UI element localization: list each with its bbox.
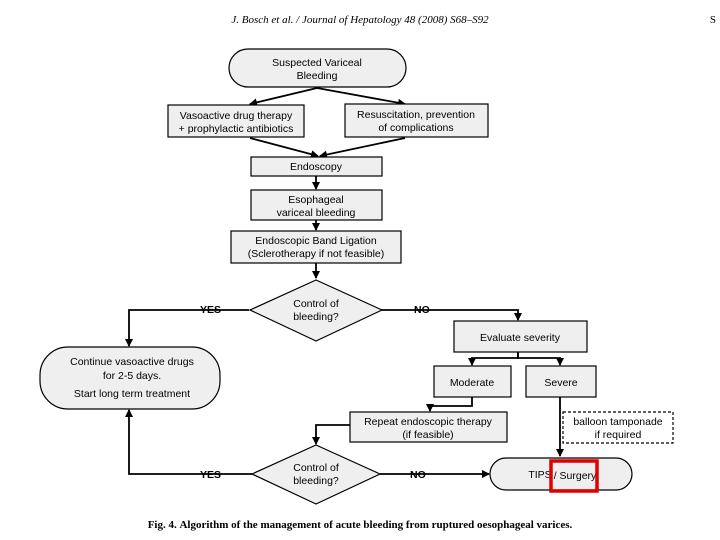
yes-label-2: YES xyxy=(200,469,221,481)
decision-1: Control of bleeding? xyxy=(248,279,384,342)
start-node: Suspected Variceal Bleeding xyxy=(228,48,407,88)
severe-label: Severe xyxy=(544,377,577,389)
page-mark: S xyxy=(709,14,716,26)
no-label-2: NO xyxy=(410,469,426,481)
evaluate-label: Evaluate severity xyxy=(480,332,561,344)
continue-line-2: for 2-5 days. xyxy=(103,370,161,382)
resuscitation-line-2: of complications xyxy=(378,122,453,134)
esophageal-line-2: variceal bleeding xyxy=(277,207,356,219)
repeat-line-1: Repeat endoscopic therapy xyxy=(364,416,493,428)
start-line-1: Suspected Variceal xyxy=(272,57,362,69)
vasoactive-line-1: Vasoactive drug therapy xyxy=(180,110,293,122)
continue-line-3: Start long term treatment xyxy=(74,388,190,400)
band-ligation-line-2: (Sclerotherapy if not feasible) xyxy=(248,248,385,260)
running-head: J. Bosch et al. / Journal of Hepatology … xyxy=(231,14,489,26)
figure-caption: Fig. 4. Algorithm of the management of a… xyxy=(0,519,720,531)
moderate-node: Moderate xyxy=(433,365,512,398)
severe-node: Severe xyxy=(525,365,597,398)
vasoactive-node: Vasoactive drug therapy + prophylactic a… xyxy=(167,104,305,138)
decision-2-line-2: bleeding? xyxy=(293,475,339,487)
repeat-line-2: (if feasible) xyxy=(402,429,453,441)
esophageal-node: Esophageal variceal bleeding xyxy=(250,189,383,221)
vasoactive-line-2: + prophylactic antibiotics xyxy=(179,123,294,135)
endoscopy-node: Endoscopy xyxy=(250,156,383,177)
tips-label: TIPS xyxy=(528,469,551,481)
decision-2: Control of bleeding? xyxy=(250,444,382,505)
band-ligation-line-1: Endoscopic Band Ligation xyxy=(255,235,377,247)
surgery-label: / Surgery xyxy=(554,470,597,482)
repeat-node: Repeat endoscopic therapy (if feasible) xyxy=(349,411,508,443)
endoscopy-label: Endoscopy xyxy=(290,161,343,173)
balloon-line-2: if required xyxy=(595,429,642,441)
continue-node: Continue vasoactive drugs for 2-5 days. … xyxy=(39,346,221,410)
continue-line-1: Continue vasoactive drugs xyxy=(70,356,194,368)
resuscitation-line-1: Resuscitation, prevention xyxy=(357,109,475,121)
resuscitation-node: Resuscitation, prevention of complicatio… xyxy=(344,103,489,138)
tips-node: TIPS / Surgery xyxy=(489,457,633,493)
figure-caption-text: Algorithm of the management of acute ble… xyxy=(179,519,573,531)
balloon-node: balloon tamponade if required xyxy=(562,411,674,444)
decision-2-line-1: Control of xyxy=(293,462,339,474)
moderate-label: Moderate xyxy=(450,377,495,389)
connector-lines xyxy=(125,87,564,478)
balloon-line-1: balloon tamponade xyxy=(573,416,662,428)
band-ligation-node: Endoscopic Band Ligation (Sclerotherapy … xyxy=(230,230,402,264)
decision-1-line-2: bleeding? xyxy=(293,311,339,323)
decision-1-line-1: Control of xyxy=(293,298,339,310)
evaluate-node: Evaluate severity xyxy=(453,320,588,353)
figure-label: Fig. 4. xyxy=(147,519,177,531)
highlight-box xyxy=(549,459,599,493)
start-line-2: Bleeding xyxy=(297,70,338,82)
esophageal-line-1: Esophageal xyxy=(288,194,343,206)
no-label-1: NO xyxy=(414,304,430,316)
yes-label-1: YES xyxy=(200,304,221,316)
